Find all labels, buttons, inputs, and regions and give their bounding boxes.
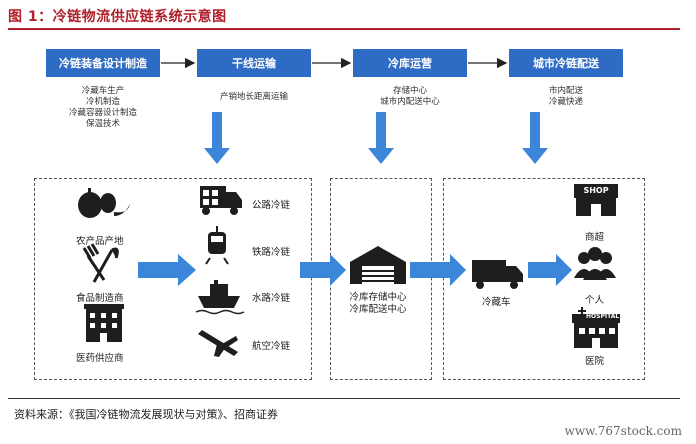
destination-label-individual: 个人 bbox=[585, 295, 605, 306]
title-rule bbox=[8, 28, 680, 30]
produce-icon bbox=[78, 188, 130, 218]
flow-arrow-sources-transport bbox=[138, 254, 196, 286]
stage-trunk-transport: 干线运输 bbox=[197, 49, 311, 77]
transport-label-air: 航空冷链 bbox=[252, 341, 291, 352]
hospital-icon bbox=[572, 307, 620, 348]
transport-label-water: 水路冷链 bbox=[252, 293, 291, 304]
transport-label-rail: 铁路冷链 bbox=[252, 247, 291, 258]
source-note: 资料来源：《我国冷链物流发展现状与对策》、招商证券 bbox=[14, 408, 278, 421]
flow-arrow-truck-destinations bbox=[528, 254, 572, 286]
train-icon bbox=[205, 226, 229, 265]
source-label-pharma: 医药供应商 bbox=[76, 353, 124, 364]
destination-label-supermarket: 商超 bbox=[585, 232, 605, 243]
ship-icon bbox=[195, 280, 245, 315]
transport-label-road: 公路冷链 bbox=[252, 200, 291, 211]
down-arrow-storage bbox=[368, 112, 394, 164]
flow-arrow-storage-truck bbox=[410, 254, 466, 286]
watermark: www.767stock.com bbox=[564, 424, 682, 438]
destination-label-hospital: 医院 bbox=[585, 356, 605, 367]
warehouse-label: 冷库存储中心 冷库配送中心 bbox=[349, 292, 407, 315]
warehouse-icon bbox=[350, 246, 406, 284]
figure-title: 图 1：冷链物流供应链系统示意图 bbox=[8, 9, 227, 25]
stage-storage-desc: 存储中心 城市内配送中心 bbox=[380, 86, 440, 107]
people-icon bbox=[574, 247, 616, 280]
stage-equipment-desc: 冷藏车生产 冷机制造 冷藏容器设计制造 保温技术 bbox=[68, 86, 137, 129]
down-arrow-distribution bbox=[522, 112, 548, 164]
truck-icon bbox=[200, 186, 242, 215]
stage-cold-storage-operation: 冷库运营 bbox=[353, 49, 467, 77]
region-city-distribution bbox=[443, 178, 645, 380]
refrigerated-truck-icon bbox=[472, 260, 523, 289]
shop-sign: SHOP bbox=[583, 186, 609, 195]
source-label-food: 食品制造商 bbox=[76, 293, 124, 304]
flow-arrow-transport-storage bbox=[300, 254, 346, 286]
fork-knife-icon bbox=[82, 243, 119, 283]
vehicle-label: 冷藏车 bbox=[482, 297, 511, 308]
source-label-produce: 农产品产地 bbox=[76, 236, 124, 247]
shop-icon bbox=[574, 184, 618, 216]
down-arrow-transport bbox=[204, 112, 230, 164]
stage-city-distribution: 城市冷链配送 bbox=[509, 49, 623, 77]
stage-equipment-manufacturing: 冷链装备设计制造 bbox=[46, 49, 160, 77]
airplane-icon bbox=[198, 330, 238, 357]
stage-distribution-desc: 市内配送 冷藏快递 bbox=[548, 86, 583, 107]
building-icon bbox=[84, 304, 124, 342]
hospital-sign: HOSPITAL bbox=[586, 313, 620, 320]
footer-rule bbox=[8, 398, 680, 399]
stage-transport-desc: 产销地长距离运输 bbox=[219, 92, 288, 102]
region-production-transport bbox=[34, 178, 312, 380]
